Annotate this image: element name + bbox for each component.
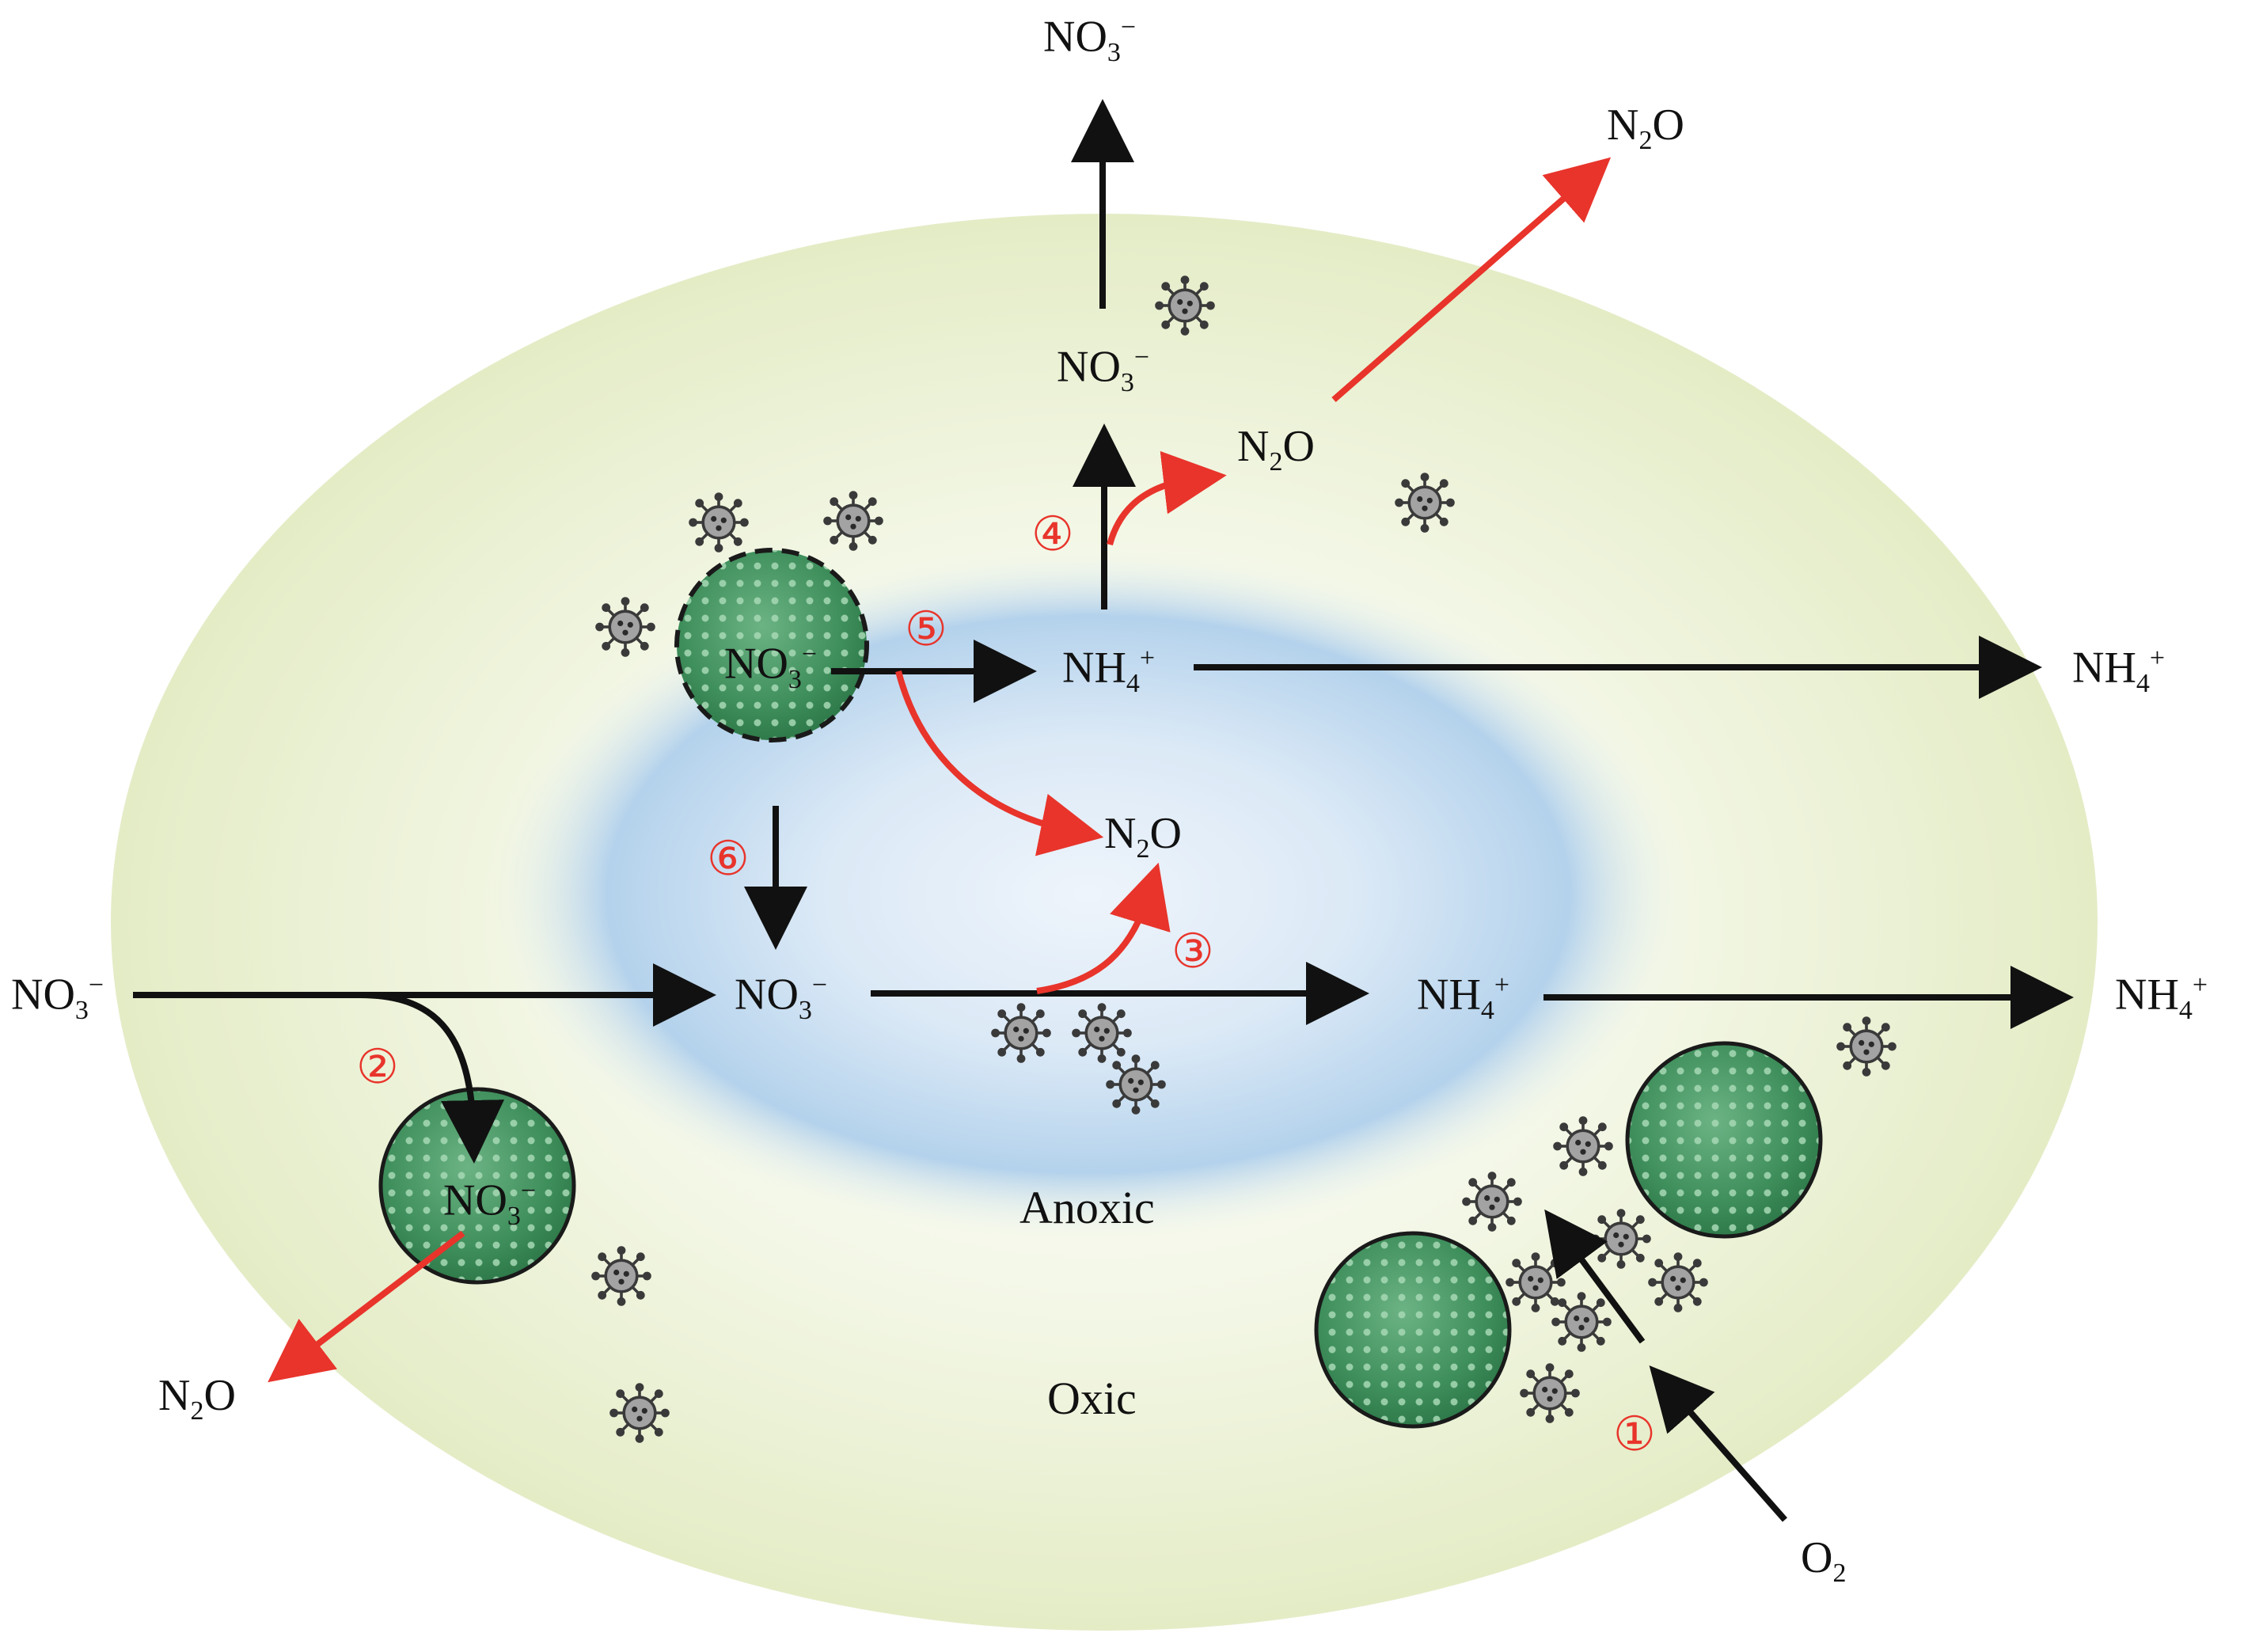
arrow-n2o-out-top [1331,157,1612,403]
step-marker-6: ⑥ [707,833,750,885]
ammonium-label-lower-right: NH4+ [2115,970,2208,1025]
virus-particle-icon [1072,1003,1132,1063]
n2o-label-center: N2O [1104,809,1182,864]
virus-particle-icon [1155,275,1215,336]
microbial-cell-icon [1625,1041,1823,1239]
virus-particle-icon [991,1003,1051,1063]
virus-particle-icon [595,597,655,657]
arrow-o2-in-inner [1544,1209,1646,1344]
ammonium-label-lower: NH4+ [1417,970,1510,1025]
microbial-cell-icon [1314,1231,1512,1429]
virus-particle-icon [1462,1172,1522,1232]
microbial-cell-icon [378,1087,576,1285]
nitrate-label-lower-cell: NO3− [443,1175,537,1231]
step-marker-2: ② [356,1041,399,1093]
step-marker-1: ① [1613,1408,1656,1460]
n2o-label-upper: N2O [1237,422,1315,477]
step-marker-5: ⑤ [905,603,947,655]
virus-particle-icon [1505,1252,1566,1312]
virus-particle-icon [609,1383,670,1443]
arrow-no3-into-cell [359,992,505,1164]
arrow-no3-to-n2o-upper [895,670,1104,856]
n2o-emission-arrows [268,157,1612,1383]
oxic-zone-label: Oxic [1047,1373,1137,1424]
n2o-label-bottom-left: N2O [158,1371,236,1426]
virus-particle-icon [1520,1363,1580,1423]
arrow-o2-in-outer [1649,1365,1788,1522]
n2o-label-top: N2O [1607,101,1684,156]
virus-particle-icon [1553,1116,1613,1176]
virus-particle-icon [1106,1054,1166,1115]
nitrate-label-center: NO3− [735,970,828,1025]
step-marker-4: ④ [1031,508,1074,560]
anoxic-zone-label: Anoxic [1019,1182,1155,1233]
virus-particle-icon [1551,1292,1612,1352]
arrow-nh4-to-n2o [1107,450,1227,546]
nitrate-label-left: NO3− [11,970,104,1025]
virus-particle-icon [1836,1016,1897,1077]
virus-particle-icon [591,1246,651,1306]
nitrate-label-top: NO3− [1043,12,1137,67]
arrow-no3-to-n2o-lower [1036,862,1171,994]
virus-particle-icon [1591,1209,1651,1269]
process-arrows [133,99,2074,1522]
microbial-cell-icon [674,548,869,742]
nitrate-label-upper: NO3− [1057,342,1150,397]
virus-particle-icon [689,492,749,553]
ammonium-label-upper: NH4+ [1062,643,1156,698]
step-marker-3: ③ [1171,925,1214,978]
virus-particle-icon [1395,473,1455,533]
nitrate-label-in-cell: NO3− [724,639,818,694]
ammonium-label-upper-right: NH4+ [2072,643,2166,698]
virus-particle-icon [1648,1252,1708,1312]
virus-particle-icon [823,491,883,551]
arrow-cell-to-n2o [268,1230,465,1383]
oxygen-label: O2 [1801,1533,1847,1589]
